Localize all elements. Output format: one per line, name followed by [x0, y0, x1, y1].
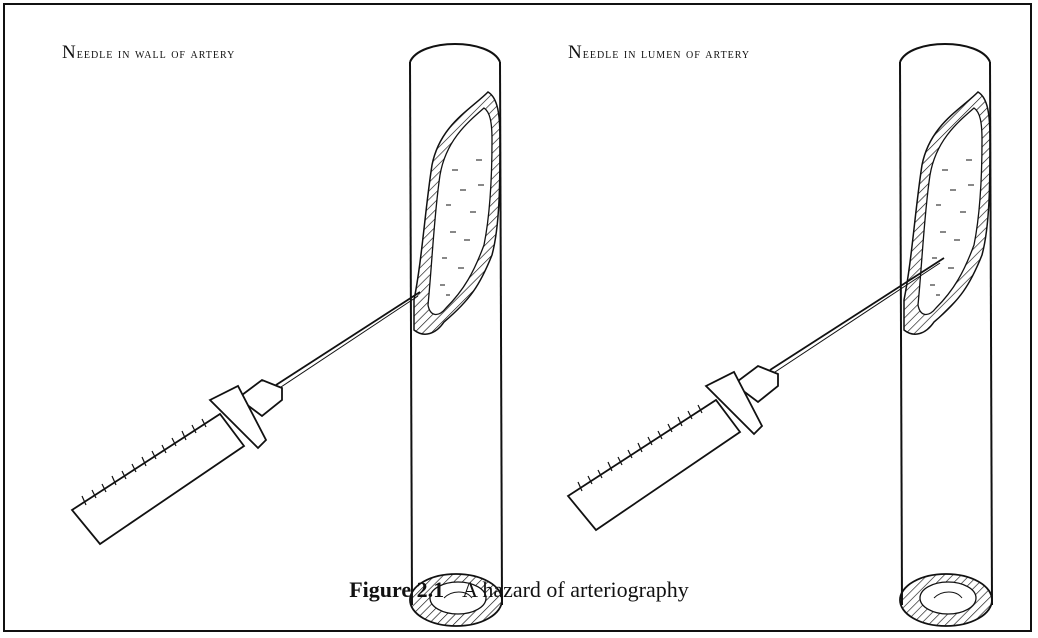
syringe-right [568, 258, 944, 530]
figure-title: A hazard of arteriography [462, 577, 689, 602]
artery-right [900, 44, 992, 626]
figure-caption: Figure 2.1 A hazard of arteriography [0, 577, 1038, 603]
syringe-barrel-left [72, 414, 244, 544]
syringe-barrel-right [568, 400, 740, 530]
needle-left [276, 292, 420, 385]
lumen-exposed [428, 108, 492, 314]
syringe-left [72, 292, 420, 544]
artery-left [410, 44, 502, 626]
artery-left-wall [900, 62, 902, 605]
lumen-exposed [918, 108, 982, 314]
artery-top-edge [410, 44, 500, 62]
artery-left-wall [410, 62, 412, 605]
artery-top-edge [900, 44, 990, 62]
figure-number: Figure 2.1 [349, 577, 444, 602]
